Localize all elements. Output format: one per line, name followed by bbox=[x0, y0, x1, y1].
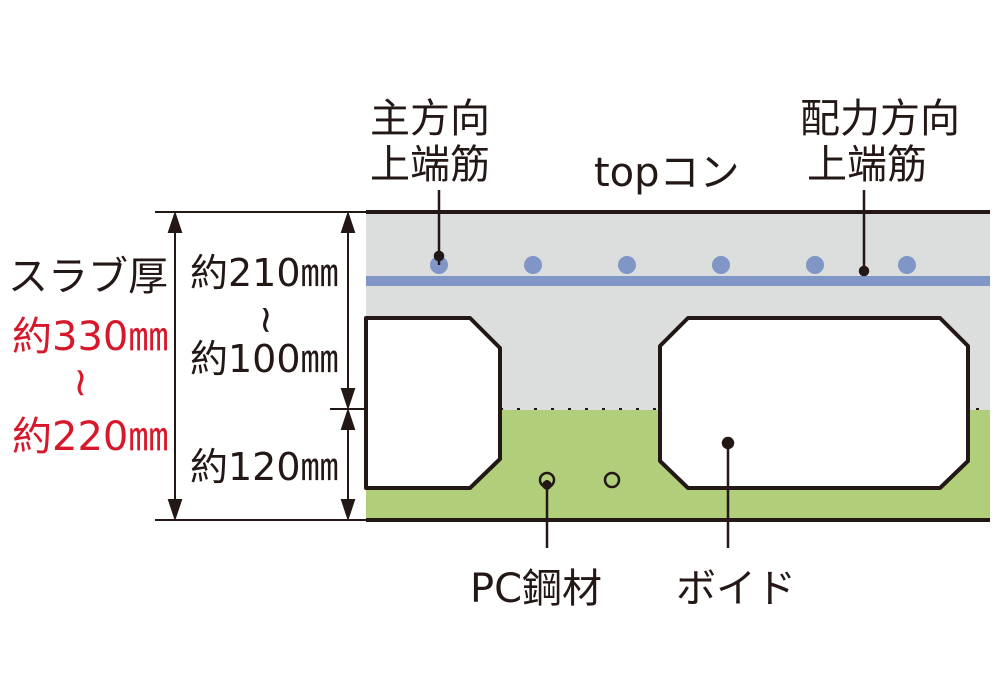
void-label: ボイド bbox=[676, 566, 796, 612]
distribution-rebar-label-line1: 配力方向 bbox=[800, 96, 960, 142]
top-layer-tilde: ~ bbox=[245, 304, 289, 336]
slab-thickness-max: 約330㎜ bbox=[12, 314, 168, 360]
distribution-rebar-line bbox=[366, 276, 990, 286]
void-right bbox=[658, 316, 970, 490]
leader-lines bbox=[433, 190, 870, 548]
slab-thickness-title: スラブ厚 bbox=[8, 254, 168, 300]
bottom-layer-dimension: 約120㎜ bbox=[190, 445, 339, 489]
top-layer-max: 約210㎜ bbox=[190, 251, 339, 295]
void-left bbox=[364, 316, 502, 490]
dimension-overall bbox=[155, 210, 366, 522]
rebar-dot bbox=[618, 256, 636, 274]
rebar-dot bbox=[898, 256, 916, 274]
main-rebar-dots bbox=[430, 256, 916, 274]
top-layer-min: 約100㎜ bbox=[190, 337, 339, 381]
pc-steel-strand bbox=[603, 471, 621, 489]
top-concrete-label: topコン bbox=[594, 150, 740, 196]
slab-thickness-tilde: ~ bbox=[58, 366, 104, 400]
rebar-dot bbox=[806, 256, 824, 274]
distribution-rebar-label-line2: 上端筋 bbox=[807, 142, 927, 188]
main-rebar-label-line2: 上端筋 bbox=[370, 142, 490, 188]
dimension-bottom-layer bbox=[340, 407, 356, 522]
pc-steel-label: PC鋼材 bbox=[470, 566, 602, 612]
slab-thickness-min: 約220㎜ bbox=[12, 414, 168, 460]
main-rebar-label-line1: 主方向 bbox=[370, 96, 490, 142]
dimension-top-layer bbox=[330, 210, 366, 411]
rebar-dot bbox=[524, 256, 542, 274]
rebar-dot bbox=[712, 256, 730, 274]
